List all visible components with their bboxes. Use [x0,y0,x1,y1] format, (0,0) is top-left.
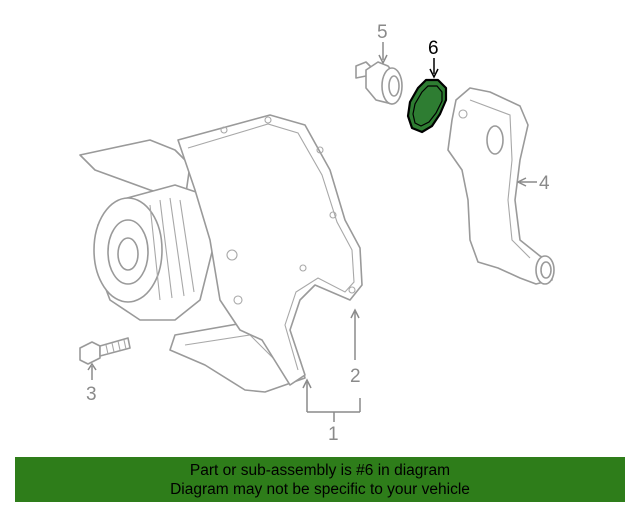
callout-5: 5 [377,22,388,43]
thermostat-fitting [355,61,403,105]
callout-4: 4 [539,173,550,194]
outlet-bracket [447,87,555,285]
callout-6: 6 [428,38,439,59]
bolt [79,337,131,365]
leader-lines [87,42,537,422]
callout-1: 1 [328,424,339,445]
banner-line-2: Diagram may not be specific to your vehi… [170,480,470,498]
banner-line-1: Part or sub-assembly is #6 in diagram [189,461,451,479]
parts-diagram: 1 2 3 4 5 6 [79,22,555,445]
callout-3: 3 [86,384,97,405]
pump-housing-plate [177,114,363,386]
info-banner: Part or sub-assembly is #6 in diagram Di… [15,457,625,502]
water-pump-body [79,139,306,393]
highlighted-gasket [406,78,448,134]
callout-2: 2 [350,366,361,387]
